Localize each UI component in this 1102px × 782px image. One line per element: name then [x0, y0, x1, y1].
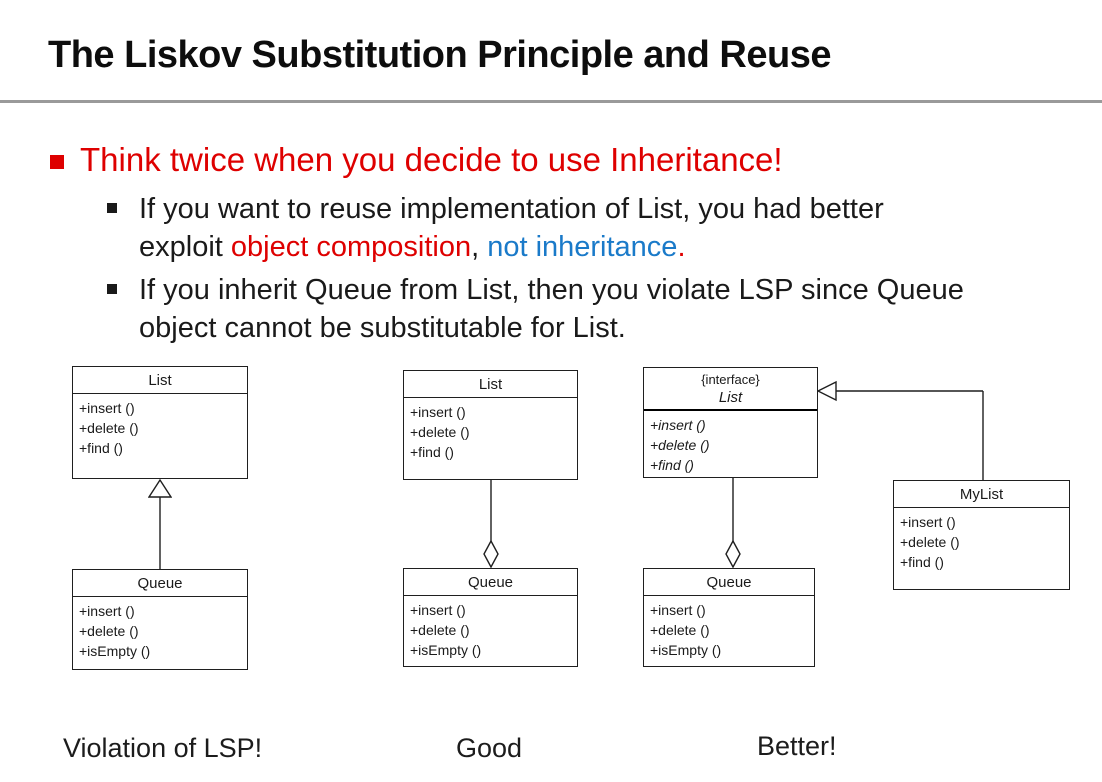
method: +insert ()	[900, 514, 956, 530]
method: +insert ()	[79, 400, 135, 416]
method: +isEmpty ()	[79, 643, 151, 659]
class-methods: +insert () +delete () +isEmpty ()	[644, 596, 814, 660]
line2-not-inheritance: not inheritance	[479, 231, 678, 263]
sub-bullet-composition: If you want to reuse implementation of L…	[139, 190, 884, 266]
caption-good: Good	[456, 733, 523, 763]
method: +delete ()	[650, 437, 710, 453]
red-square-bullet-icon	[50, 155, 64, 169]
class-box-list-1: List +insert () +delete () +find ()	[72, 366, 248, 479]
method: +isEmpty ()	[410, 642, 482, 658]
class-box-queue-2: Queue +insert () +delete () +isEmpty ()	[403, 568, 578, 667]
class-box-mylist: MyList +insert () +delete () +find ()	[893, 480, 1070, 590]
square-bullet-icon	[107, 203, 117, 213]
line2-period: .	[677, 231, 686, 263]
class-methods: +insert () +delete () +find ()	[73, 394, 247, 458]
class-name: List	[718, 389, 743, 406]
class-name: MyList	[894, 481, 1069, 508]
method: +insert ()	[650, 602, 706, 618]
method: +isEmpty ()	[650, 642, 722, 658]
class-methods: +insert () +delete () +isEmpty ()	[73, 597, 247, 661]
method: +delete ()	[650, 622, 710, 638]
method: +insert ()	[650, 417, 706, 433]
aggregation-diamond-icon	[483, 480, 499, 569]
line2-object-composition: object composition	[230, 231, 472, 263]
method: +delete ()	[79, 623, 139, 639]
method: +delete ()	[79, 420, 139, 436]
method: +find ()	[410, 444, 454, 460]
square-bullet-icon	[107, 284, 117, 294]
line2-prefix: exploit	[139, 231, 231, 263]
method: +insert ()	[410, 404, 466, 420]
class-box-queue-1: Queue +insert () +delete () +isEmpty ()	[72, 569, 248, 670]
interface-box-list: {interface} List +insert () +delete () +…	[643, 367, 818, 478]
page-title: The Liskov Substitution Principle and Re…	[48, 34, 831, 76]
method: +insert ()	[410, 602, 466, 618]
method: +find ()	[650, 457, 694, 473]
class-name: List	[404, 371, 577, 398]
method: +find ()	[79, 440, 123, 456]
class-methods: +insert () +delete () +find ()	[404, 398, 577, 462]
class-box-list-2: List +insert () +delete () +find ()	[403, 370, 578, 480]
class-methods: +insert () +delete () +find ()	[894, 508, 1069, 572]
class-name: List	[73, 367, 247, 394]
main-bullet: Think twice when you decide to use Inher…	[80, 141, 783, 178]
class-methods: +insert () +delete () +isEmpty ()	[404, 596, 577, 660]
line2-comma: ,	[471, 231, 480, 263]
aggregation-diamond-icon	[725, 478, 741, 569]
realization-arrow-icon	[817, 380, 984, 481]
caption-violation: Violation of LSP!	[63, 733, 263, 763]
interface-stereotype: {interface}	[701, 372, 760, 387]
class-name: Queue	[73, 570, 247, 597]
method: +find ()	[900, 554, 944, 570]
sub-bullet-composition-line1: If you want to reuse implementation of L…	[139, 193, 884, 225]
class-box-queue-3: Queue +insert () +delete () +isEmpty ()	[643, 568, 815, 667]
method: +insert ()	[79, 603, 135, 619]
class-methods: +insert () +delete () +find ()	[644, 411, 817, 475]
sub-bullet-lsp-line1: If you inherit Queue from List, then you…	[139, 274, 964, 306]
method: +delete ()	[410, 622, 470, 638]
class-name: Queue	[644, 569, 814, 596]
method: +delete ()	[900, 534, 960, 550]
class-name: Queue	[404, 569, 577, 596]
sub-bullet-composition-line2: exploit object composition, not inherita…	[139, 228, 884, 266]
sub-bullet-lsp-line2: object cannot be substitutable for List.	[139, 312, 626, 344]
method: +delete ()	[410, 424, 470, 440]
interface-header: {interface} List	[644, 368, 817, 411]
inheritance-arrow-icon	[148, 479, 172, 569]
caption-better: Better!	[757, 731, 837, 761]
title-divider	[0, 100, 1102, 103]
sub-bullet-lsp-violation: If you inherit Queue from List, then you…	[139, 271, 964, 347]
